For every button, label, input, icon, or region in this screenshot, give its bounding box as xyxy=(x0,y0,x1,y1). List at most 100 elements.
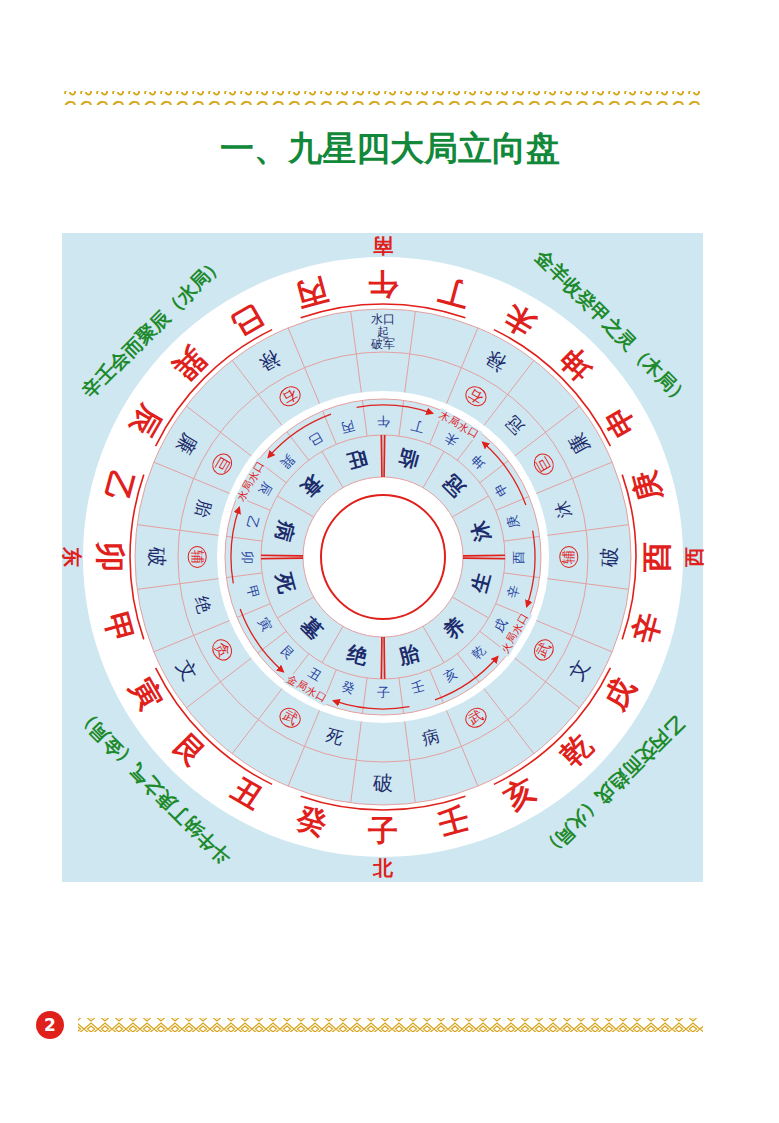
mountain-small-label: 丑 xyxy=(306,665,324,684)
sector-line xyxy=(232,689,282,754)
divider-line xyxy=(380,435,382,477)
mountain-label: 辰 xyxy=(125,399,169,441)
mountain-small-label: 申 xyxy=(491,480,510,498)
star-badge: 武 xyxy=(276,704,305,732)
verse-label: 辛壬会而聚辰（水局） xyxy=(79,253,228,402)
star-badge: 贪 xyxy=(208,636,236,665)
sector-line xyxy=(405,311,416,392)
center-disk xyxy=(303,477,463,637)
star-label: 廉 xyxy=(173,430,202,458)
flow-arrow xyxy=(231,508,239,584)
mountain-small-label: 甲 xyxy=(243,584,260,600)
mountain-label: 申 xyxy=(598,399,642,441)
sector-line xyxy=(548,525,629,536)
outer-band xyxy=(83,257,683,857)
mountain-small-label: 乾 xyxy=(470,644,489,663)
mountain-label: 辛 xyxy=(627,609,667,647)
center-ring xyxy=(321,495,445,619)
panel xyxy=(62,233,703,882)
sector-line xyxy=(277,496,313,517)
stage-inner-label: 衰 xyxy=(297,471,327,501)
flow-arrow xyxy=(527,531,535,607)
direction-label: 南 xyxy=(373,235,393,257)
mountain-small-label: 坤 xyxy=(470,451,489,470)
mountain-label: 乾 xyxy=(554,728,599,773)
ring-line xyxy=(261,435,505,679)
sector-line xyxy=(405,722,416,803)
group-bracket xyxy=(156,668,272,784)
stage-inner-label: 病 xyxy=(272,518,298,543)
page-number: 2 xyxy=(44,1016,56,1035)
mountain-small-label: 未 xyxy=(442,430,460,449)
mountain-small-label: 巳 xyxy=(306,430,324,449)
mountain-label: 坤 xyxy=(554,342,599,387)
mountain-label: 戌 xyxy=(598,672,642,714)
mountain-label: 庚 xyxy=(627,468,667,506)
mountain-label: 壬 xyxy=(435,801,473,841)
mountain-label: 丑 xyxy=(225,772,267,816)
mountain-label: 丙 xyxy=(294,273,332,313)
stage-label: 绝 xyxy=(192,594,214,615)
sector-line xyxy=(383,435,384,477)
sector-line xyxy=(452,496,488,517)
divider-line xyxy=(383,435,385,477)
mountain-small-label: 庚 xyxy=(506,514,523,530)
wheel-lines xyxy=(130,304,636,810)
star-band xyxy=(135,309,631,805)
divider-line xyxy=(261,557,303,559)
mountain-label: 亥 xyxy=(498,772,540,816)
mountain-small-label: 丁 xyxy=(410,417,426,434)
divider-line xyxy=(383,637,385,679)
mountain-label: 酉 xyxy=(640,542,673,572)
stage-inner-label: 沐 xyxy=(467,518,493,543)
stage-label: 沐 xyxy=(551,498,573,519)
mountain-label: 丁 xyxy=(435,273,473,313)
group-bracket xyxy=(494,330,610,446)
flow-arrow xyxy=(435,657,498,700)
water-mouth-note: 水口 起 破军 xyxy=(369,313,397,351)
mountain-label: 未 xyxy=(498,299,540,343)
sector-line xyxy=(383,637,384,679)
sector-line xyxy=(322,451,343,487)
stage-label: 胎 xyxy=(192,498,214,519)
mountain-label: 卯 xyxy=(94,542,127,572)
inner-band xyxy=(225,399,541,715)
sector-line xyxy=(261,557,303,558)
divider-line xyxy=(463,554,505,556)
stage-inner-label: 冠 xyxy=(440,471,470,501)
sector-line xyxy=(484,689,534,754)
star-label: 禄 xyxy=(256,347,284,376)
sector-line xyxy=(351,722,362,803)
star-label: 禄 xyxy=(482,347,510,376)
mountain-small-label: 丙 xyxy=(340,417,356,434)
sector-line xyxy=(277,597,313,618)
mountain-label: 艮 xyxy=(168,728,213,773)
flow-arrow xyxy=(268,414,331,457)
stage-label: 病 xyxy=(420,725,441,747)
flow-arrow xyxy=(483,442,526,505)
ring-line xyxy=(178,352,588,762)
mountain-small-label: 巽 xyxy=(277,451,296,470)
direction-label: 东 xyxy=(61,547,83,567)
mountain-small-label: 辛 xyxy=(506,584,523,600)
star-badge: 辅 xyxy=(559,546,578,568)
stage-inner-label: 墓 xyxy=(297,614,327,644)
mountain-label: 子 xyxy=(368,814,398,847)
star-label: 文 xyxy=(564,656,593,684)
mountain-small-label: 壬 xyxy=(410,680,426,697)
star-badge: 巨 xyxy=(208,450,236,479)
star-badge: 辅 xyxy=(187,546,206,568)
stage-inner-label: 旺 xyxy=(344,446,369,472)
stage-inner-label: 养 xyxy=(440,614,470,644)
page-title: 一、九星四大局立向盘 xyxy=(0,128,779,169)
mountain-label: 寅 xyxy=(125,672,169,714)
mountain-small-label: 亥 xyxy=(442,665,460,684)
mountain-small-label: 艮 xyxy=(277,644,296,663)
mountain-small-label: 乙 xyxy=(243,514,260,530)
stage-label: 冠 xyxy=(502,413,527,438)
star-badge: 武 xyxy=(530,636,558,665)
mountain-small-label: 酉 xyxy=(512,551,526,564)
stage-label: 死 xyxy=(324,725,345,747)
white-ring xyxy=(217,391,549,723)
